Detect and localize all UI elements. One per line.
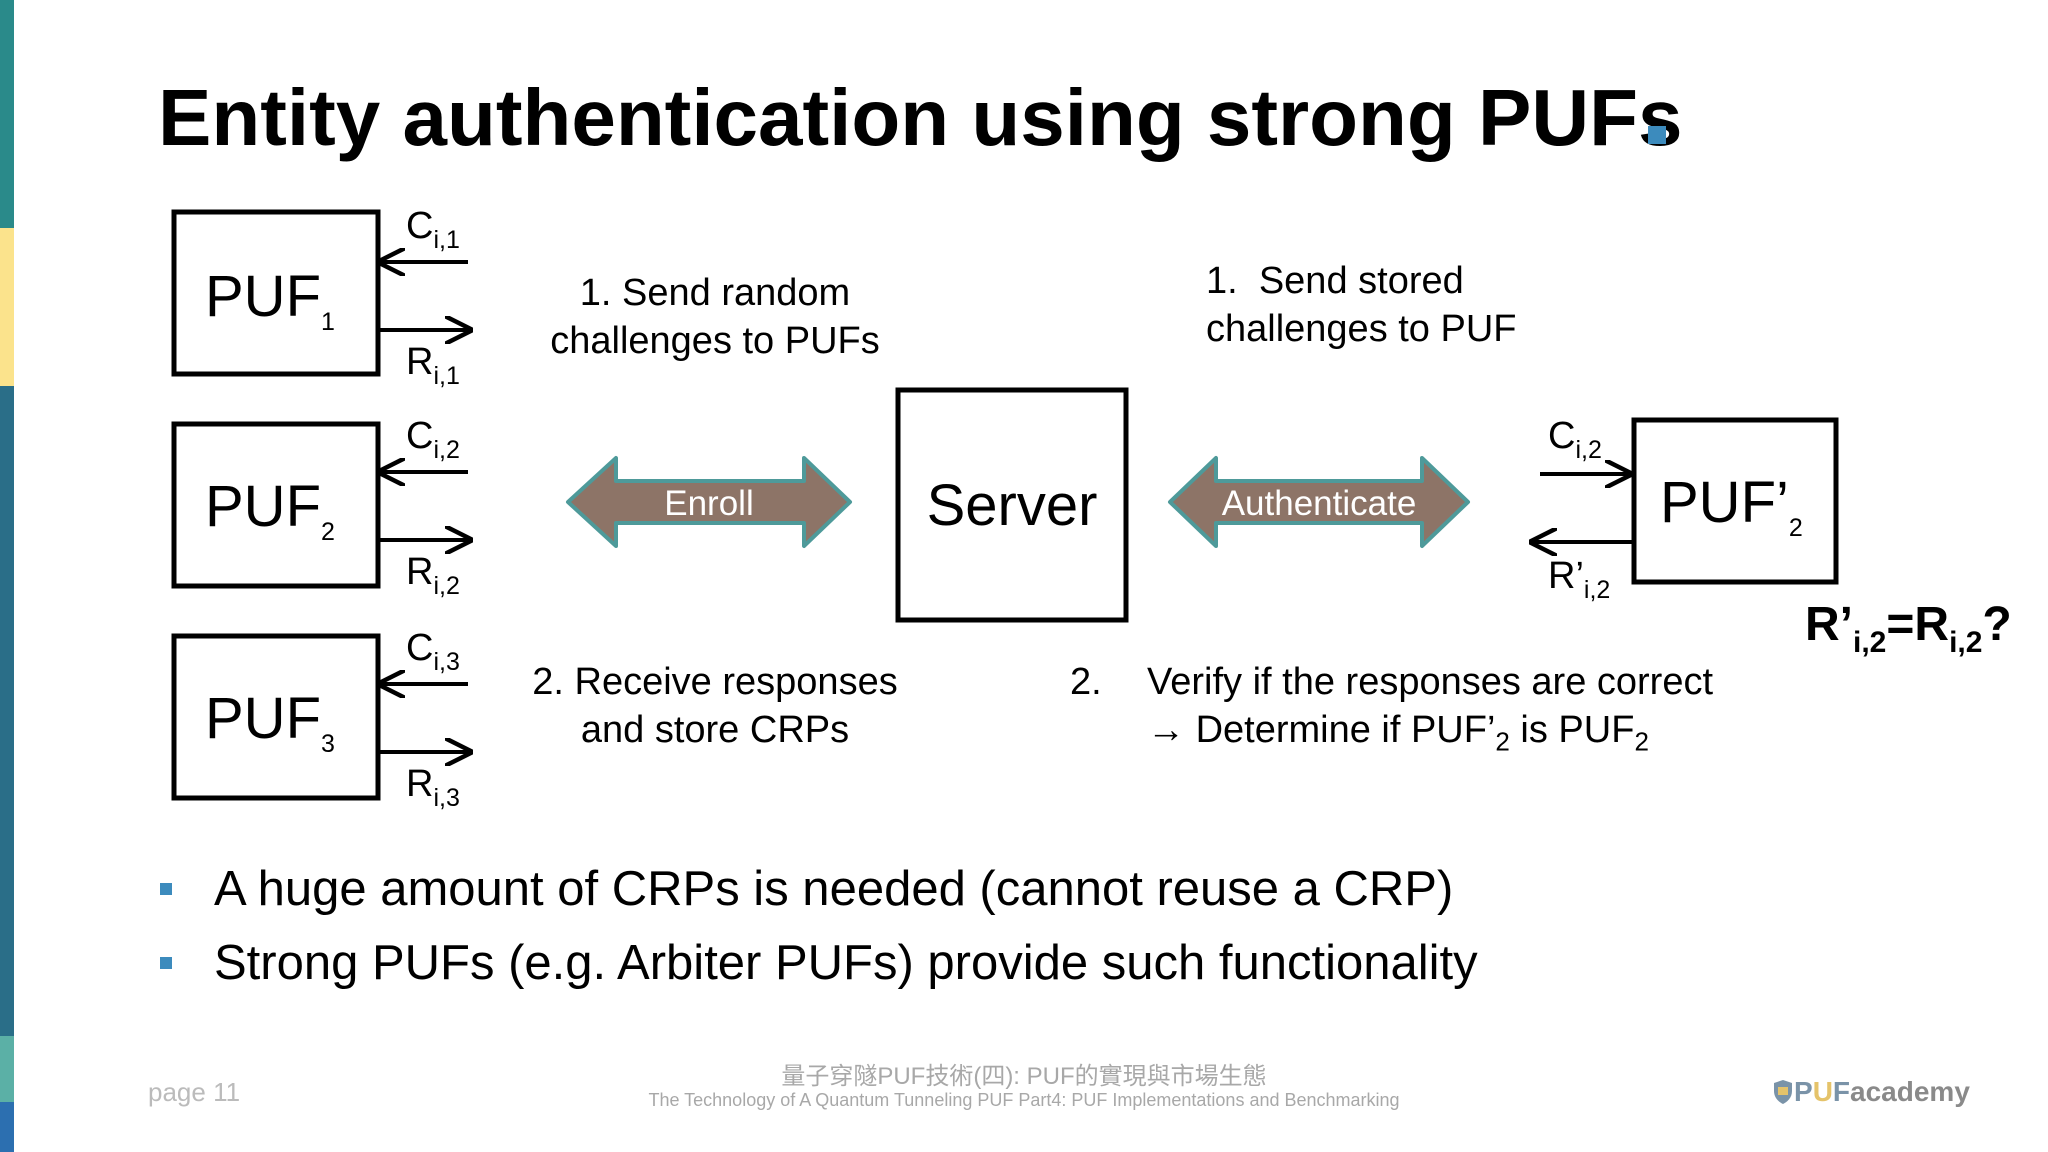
- footer-title-english: The Technology of A Quantum Tunneling PU…: [648, 1090, 1400, 1110]
- puf-academy-logo-icon: [1774, 1080, 1792, 1104]
- puf-3-challenge-label: Ci,3: [406, 627, 460, 676]
- server-block: Server: [895, 387, 1129, 623]
- puf-1-challenge-label: Ci,1: [406, 205, 460, 254]
- footer-title-chinese: 量子穿隧PUF技術(四): PUF的實現與市場生態: [781, 1063, 1267, 1090]
- enroll-step-2-line-2: and store CRPs: [580, 709, 850, 751]
- slide-title: Entity authentication using strong PUFs: [158, 73, 1683, 162]
- enroll-step-1: 1. Send random challenges to PUFs: [545, 269, 885, 365]
- auth-step-1-line-1: Send stored: [1258, 260, 1464, 302]
- bullet-list: A huge amount of CRPs is needed (cannot …: [158, 852, 1478, 1000]
- puf-2-response-label: Ri,2: [406, 551, 460, 600]
- puf-2-box: [171, 421, 381, 589]
- sidebar-segment: [0, 386, 14, 1036]
- authenticate-label: Authenticate: [1222, 484, 1417, 523]
- title-accent-square: [1648, 126, 1666, 144]
- sidebar-segment: [0, 1102, 14, 1152]
- server-label: Server: [927, 473, 1098, 538]
- puf-3-block: PUF3 Ci,3 Ri,3: [171, 627, 470, 812]
- test-puf-response-label: R’i,2: [1548, 555, 1610, 604]
- auth-step-1: 1. Send stored challenges to PUF: [1206, 257, 1517, 353]
- auth-step-2-number: 2.: [1070, 661, 1102, 703]
- implies-arrow-icon: →: [1147, 709, 1185, 751]
- puf-3-label: PUF3: [205, 686, 335, 758]
- sidebar-segment: [0, 1036, 14, 1102]
- auth-step-2-line-1: Verify if the responses are correct: [1147, 661, 1714, 703]
- puf-academy-logo: PUFacademy: [1772, 1076, 1970, 1108]
- puf-2-challenge-label: Ci,2: [406, 415, 460, 464]
- puf-1-label: PUF1: [205, 264, 335, 336]
- enroll-step-2: 2. Receive responses and store CRPs: [520, 658, 910, 754]
- enroll-step-1-line-1: 1. Send random: [579, 272, 851, 314]
- enroll-double-arrow: Enroll: [566, 456, 852, 548]
- bullet-square-icon: [160, 957, 172, 969]
- server-box: [895, 387, 1129, 623]
- puf-3-box: [171, 633, 381, 801]
- enroll-step-1-line-2: challenges to PUFs: [550, 320, 880, 362]
- auth-step-1-line-2: challenges to PUF: [1206, 308, 1517, 350]
- auth-step-2-line-2: → Determine if PUF’2 is PUF2: [1147, 709, 1649, 757]
- sidebar-accent-bar: [0, 0, 14, 1152]
- sidebar-segment: [0, 228, 14, 386]
- authenticate-double-arrow: Authenticate: [1168, 456, 1470, 548]
- list-item: A huge amount of CRPs is needed (cannot …: [158, 852, 1478, 926]
- enroll-label: Enroll: [664, 484, 753, 523]
- response-equality-check: R’i,2=Ri,2?: [1805, 598, 2012, 659]
- bullet-square-icon: [160, 883, 172, 895]
- test-puf-challenge-label: Ci,2: [1548, 415, 1602, 464]
- auth-step-1-number: 1.: [1206, 260, 1238, 302]
- authenticate-arrow-shape: [1168, 456, 1470, 548]
- puf-3-response-label: Ri,3: [406, 763, 460, 812]
- test-puf-block: PUF’2 Ci,2 R’i,2: [1532, 415, 1839, 604]
- sidebar-segment: [0, 0, 14, 228]
- list-item: Strong PUFs (e.g. Arbiter PUFs) provide …: [158, 926, 1478, 1000]
- page-number: page 11: [148, 1077, 241, 1107]
- puf-2-block: PUF2 Ci,2 Ri,2: [171, 415, 470, 600]
- test-puf-label: PUF’2: [1660, 470, 1803, 542]
- enroll-step-2-line-1: 2. Receive responses: [532, 661, 898, 703]
- puf-1-response-label: Ri,1: [406, 341, 460, 390]
- auth-step-2: 2. Verify if the responses are correct →…: [1070, 658, 1713, 766]
- enroll-arrow-shape: [566, 456, 852, 548]
- test-puf-box: [1631, 417, 1839, 585]
- puf-1-block: PUF1 Ci,1 Ri,1: [171, 205, 470, 390]
- puf-1-box: [171, 209, 381, 377]
- puf-2-label: PUF2: [205, 474, 335, 546]
